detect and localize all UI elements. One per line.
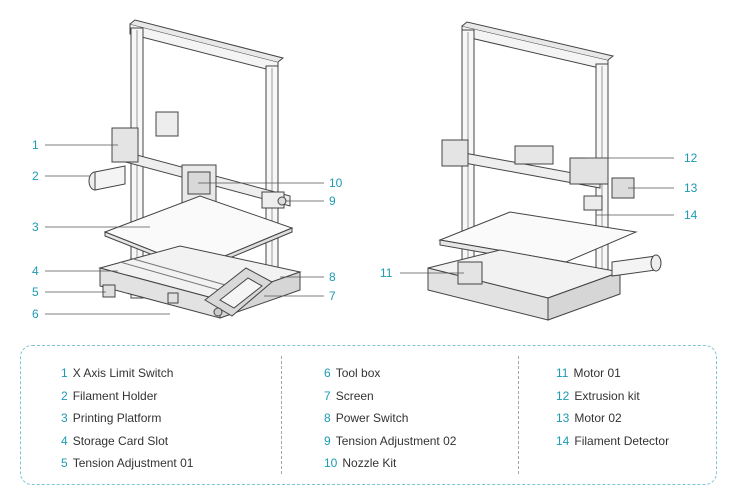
legend-number: 6 <box>324 366 331 380</box>
legend-item: 11 Motor 01 <box>556 362 669 385</box>
printer-front-view <box>45 19 324 319</box>
legend-column-2: 6 Tool box 7 Screen 8 Power Switch 9 Tension… <box>324 362 456 475</box>
legend-label: Filament Holder <box>72 388 158 403</box>
legend-item: 10 Nozzle Kit <box>324 452 456 475</box>
legend-item: 5 Tension Adjustment 01 <box>61 452 193 475</box>
callout-6: 6 <box>32 307 39 321</box>
legend-column-3: 11 Motor 01 12 Extrusion kit 13 Motor 02 14… <box>556 362 669 452</box>
callout-14: 14 <box>684 208 698 222</box>
legend-number: 14 <box>556 433 570 448</box>
callout-12: 12 <box>684 151 698 165</box>
legend-item: 13 Motor 02 <box>556 407 669 430</box>
legend-item: 7 Screen <box>324 385 456 408</box>
legend-label: Motor 01 <box>573 366 621 380</box>
legend-number: 7 <box>324 388 331 403</box>
legend-label: Printing Platform <box>72 411 162 426</box>
callout-3: 3 <box>32 220 39 234</box>
printer-diagram: 1 2 3 4 5 6 7 8 9 10 11 12 13 14 <box>32 19 698 321</box>
legend-label: Storage Card Slot <box>72 433 169 448</box>
legend-item: 6 Tool box <box>324 362 456 385</box>
legend-item: 3 Printing Platform <box>61 407 193 430</box>
legend-number: 8 <box>324 411 331 426</box>
legend-item: 1 X Axis Limit Switch <box>61 362 193 385</box>
callout-10: 10 <box>329 176 343 190</box>
legend-number: 5 <box>61 456 68 471</box>
legend-label: Tension Adjustment 01 <box>72 456 194 471</box>
legend-divider <box>281 356 282 474</box>
legend-label: Nozzle Kit <box>342 456 397 471</box>
legend-label: Motor 02 <box>574 411 622 426</box>
callout-7: 7 <box>329 289 336 303</box>
legend-number: 1 <box>61 366 68 380</box>
legend-number: 9 <box>324 433 331 448</box>
callout-9: 9 <box>329 194 336 208</box>
legend-item: 2 Filament Holder <box>61 385 193 408</box>
legend-label: Screen <box>335 388 374 403</box>
legend-label: Tool box <box>335 366 381 380</box>
legend-label: X Axis Limit Switch <box>72 366 174 380</box>
callout-2: 2 <box>32 169 39 183</box>
legend-number: 4 <box>61 433 68 448</box>
callout-numbers: 1 2 3 4 5 6 7 8 9 10 11 12 13 14 <box>32 138 698 321</box>
legend-item: 4 Storage Card Slot <box>61 430 193 453</box>
legend-divider <box>518 356 519 474</box>
legend-label: Filament Detector <box>574 433 670 448</box>
legend-number: 12 <box>556 388 570 403</box>
legend-item: 9 Tension Adjustment 02 <box>324 430 456 453</box>
legend-number: 13 <box>556 411 570 426</box>
legend-number: 11 <box>556 366 569 380</box>
legend-label: Power Switch <box>335 411 409 426</box>
legend-item: 8 Power Switch <box>324 407 456 430</box>
legend-number: 3 <box>61 411 68 426</box>
legend-label: Tension Adjustment 02 <box>335 433 457 448</box>
legend-number: 2 <box>61 388 68 403</box>
legend-item: 12 Extrusion kit <box>556 385 669 408</box>
callout-13: 13 <box>684 181 698 195</box>
callout-1: 1 <box>32 138 39 152</box>
callout-8: 8 <box>329 270 336 284</box>
callout-5: 5 <box>32 285 39 299</box>
legend-label: Extrusion kit <box>574 388 640 403</box>
legend-number: 10 <box>324 456 338 471</box>
printer-rear-view <box>400 21 674 321</box>
legend-item: 14 Filament Detector <box>556 430 669 453</box>
callout-11: 11 <box>380 266 393 280</box>
callout-4: 4 <box>32 264 39 278</box>
